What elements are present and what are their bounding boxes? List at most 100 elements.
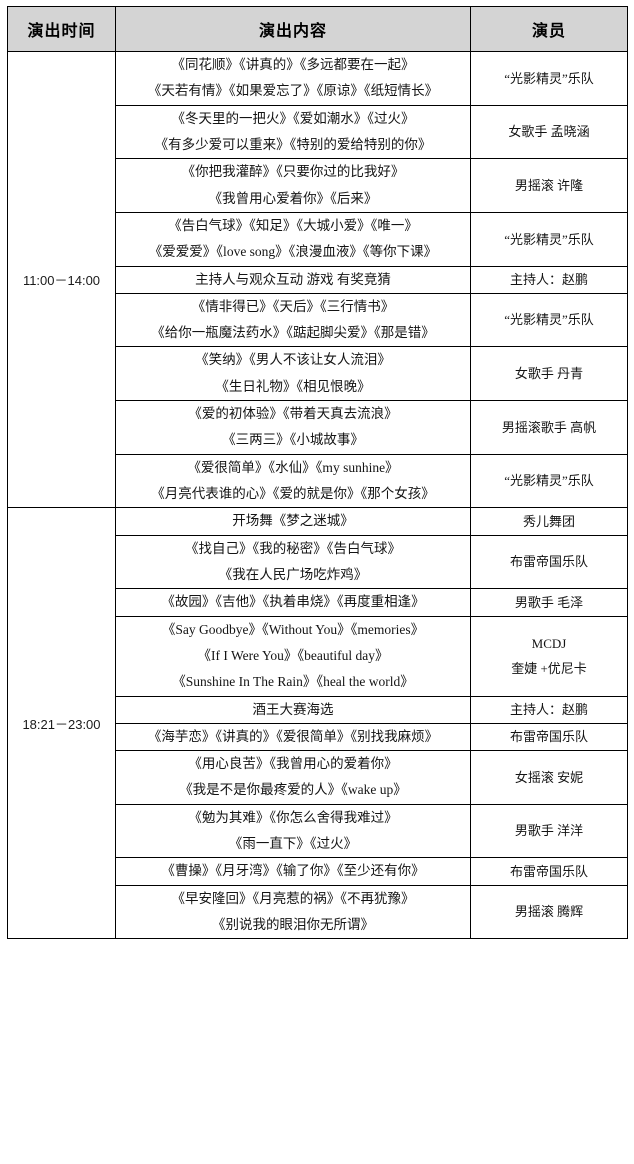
artist-line: 男摇滚歌手 高帆 xyxy=(501,419,597,435)
artist-line: “光影精灵”乐队 xyxy=(504,312,594,328)
program-line: 《Say Goodbye》《Without You》《memories》 xyxy=(161,621,425,637)
artist-cell: 主持人：赵鹏 xyxy=(470,265,628,294)
artist-cell: “光影精灵”乐队 xyxy=(470,211,628,267)
program-cell: 《同花顺》《讲真的》《多远都要在一起》《天若有情》《如果爱忘了》《原谅》《纸短情… xyxy=(115,51,471,106)
artist-line: 主持人：赵鹏 xyxy=(509,701,588,717)
program-cell: 《情非得已》《天后》《三行情书》《给你一瓶魔法药水》《踮起脚尖爱》《那是错》 xyxy=(115,292,471,348)
program-cell: 《爱很简单》《水仙》《my sunhine》《月亮代表谁的心》《爱的就是你》《那… xyxy=(115,453,471,509)
artist-cell: 女歌手 孟晓涵 xyxy=(470,104,628,160)
table-row: 11:00－14:00《同花顺》《讲真的》《多远都要在一起》《天若有情》《如果爱… xyxy=(7,50,628,509)
table-row: 《勉为其难》《你怎么舍得我难过》《雨一直下》《过火》 男歌手 洋洋 xyxy=(8,803,628,859)
artist-line: 女摇滚 安妮 xyxy=(514,769,584,785)
artist-line: 布雷帝国乐队 xyxy=(509,729,588,745)
program-cell: 《找自己》《我的秘密》《告白气球》《我在人民广场吃炸鸡》 xyxy=(115,534,471,590)
table-row: 《曹操》《月牙湾》《输了你》《至少还有你》 布雷帝国乐队 xyxy=(8,857,628,886)
artist-line: “光影精灵”乐队 xyxy=(504,70,594,86)
program-line: 《别说我的眼泪你无所谓》 xyxy=(212,917,374,932)
program-line: 《生日礼物》《相见恨晚》 xyxy=(215,378,371,394)
program-line: 《你把我灌醉》《只要你过的比我好》 xyxy=(181,164,405,180)
artist-line: 布雷帝国乐队 xyxy=(509,863,588,879)
session-time-cell: 18:21－23:00 xyxy=(7,507,116,940)
program-line: 《告白气球》《知足》《大城小爱》《唯一》 xyxy=(168,217,418,233)
program-line: 《给你一瓶魔法药水》《踮起脚尖爱》《那是错》 xyxy=(151,325,435,341)
program-line: 《爱很简单》《水仙》《my sunhine》 xyxy=(187,459,399,475)
table-row: 《告白气球》《知足》《大城小爱》《唯一》《爱爱爱》《love song》《浪漫血… xyxy=(8,211,628,267)
schedule-sheet: 演出时间 演出内容 演员 11:00－14:00《同花顺》《讲真的》《多远都要在… xyxy=(0,6,634,1164)
table-row: 《情非得已》《天后》《三行情书》《给你一瓶魔法药水》《踮起脚尖爱》《那是错》 “光… xyxy=(8,292,628,348)
artist-line: 女歌手 孟晓涵 xyxy=(508,124,590,140)
table-row: 《找自己》《我的秘密》《告白气球》《我在人民广场吃炸鸡》 布雷帝国乐队 xyxy=(8,534,628,590)
table-body: 11:00－14:00《同花顺》《讲真的》《多远都要在一起》《天若有情》《如果爱… xyxy=(7,50,628,940)
program-line: 《天若有情》《如果爱忘了》《原谅》《纸短情长》 xyxy=(147,83,439,99)
program-line: 开场舞《梦之迷城》 xyxy=(232,513,354,529)
artist-cell: “光影精灵”乐队 xyxy=(470,292,628,348)
artist-cell: 秀儿舞团 xyxy=(470,507,628,536)
artist-cell: 主持人：赵鹏 xyxy=(470,695,628,724)
artist-cell: “光影精灵”乐队 xyxy=(470,453,628,509)
table-row: 18:21－23:00 开场舞《梦之迷城》 秀儿舞团 xyxy=(7,507,628,940)
program-line: 《勉为其难》《你怎么舍得我难过》 xyxy=(188,809,398,825)
program-line: 《我曾用心爱着你》《后来》 xyxy=(208,190,378,206)
header-row: 演出时间 演出内容 演员 xyxy=(7,6,628,52)
program-line: 《雨一直下》《过火》 xyxy=(228,836,358,852)
program-line: 《海芋恋》《讲真的》《爱很简单》《别找我麻烦》 xyxy=(147,728,439,744)
artist-cell: 男歌手 洋洋 xyxy=(470,803,628,859)
program-line: 主持人与观众互动 游戏 有奖竞猜 xyxy=(195,271,391,287)
program-line: 《三两三》《小城故事》 xyxy=(222,432,364,448)
program-cell: 酒王大赛海选 xyxy=(115,695,471,724)
program-line: 《冬天里的一把火》《爱如潮水》《过火》 xyxy=(171,110,415,126)
column-header-artist: 演员 xyxy=(470,6,628,52)
program-line: 《我在人民广场吃炸鸡》 xyxy=(218,566,368,582)
program-cell: 《用心良苦》《我曾用心的爱着你》《我是不是你最疼爱的人》《wake up》 xyxy=(115,750,471,805)
program-line: 《爱爱爱》《love song》《浪漫血液》《等你下课》 xyxy=(148,244,438,260)
program-cell: 《曹操》《月牙湾》《输了你》《至少还有你》 xyxy=(115,857,471,886)
program-line: 《If I Were You》《beautiful day》 xyxy=(197,647,389,663)
program-cell: 《冬天里的一把火》《爱如潮水》《过火》《有多少爱可以重来》《特别的爱给特别的你》 xyxy=(115,104,471,160)
program-line: 《早安隆回》《月亮惹的祸》《不再犹豫》 xyxy=(171,890,415,906)
table-row: 酒王大赛海选 主持人：赵鹏 xyxy=(8,695,628,724)
artist-line: MCDJ xyxy=(531,635,567,651)
program-line: 《Sunshine In The Rain》《heal the world》 xyxy=(172,674,414,690)
table-row: 《爱的初体验》《带着天真去流浪》《三两三》《小城故事》 男摇滚歌手 高帆 xyxy=(8,400,628,455)
artist-cell: 布雷帝国乐队 xyxy=(470,857,628,886)
table-row: 《你把我灌醉》《只要你过的比我好》《我曾用心爱着你》《后来》 男摇滚 许隆 xyxy=(8,158,628,213)
artist-line: 男歌手 洋洋 xyxy=(514,823,584,839)
table-row: 《笑纳》《男人不该让女人流泪》《生日礼物》《相见恨晚》 女歌手 丹青 xyxy=(8,346,628,402)
artist-line: “光影精灵”乐队 xyxy=(504,231,594,247)
artist-cell: 男歌手 毛泽 xyxy=(470,588,628,617)
artist-line: 秀儿舞团 xyxy=(522,513,575,529)
table-header: 演出时间 演出内容 演员 xyxy=(7,6,628,52)
artist-line: 男摇滚 腾辉 xyxy=(514,904,584,920)
program-cell: 《Say Goodbye》《Without You》《memories》《If … xyxy=(115,615,471,697)
program-line: 《曹操》《月牙湾》《输了你》《至少还有你》 xyxy=(161,863,425,879)
program-cell: 《早安隆回》《月亮惹的祸》《不再犹豫》《别说我的眼泪你无所谓》 xyxy=(115,884,471,940)
artist-cell: 布雷帝国乐队 xyxy=(470,722,628,752)
artist-line: 男歌手 毛泽 xyxy=(514,594,584,610)
performance-schedule-table: 演出时间 演出内容 演员 11:00－14:00《同花顺》《讲真的》《多远都要在… xyxy=(7,6,628,940)
artist-cell: 男摇滚歌手 高帆 xyxy=(470,400,628,455)
artist-cell: 布雷帝国乐队 xyxy=(470,534,628,590)
table-row: 《用心良苦》《我曾用心的爱着你》《我是不是你最疼爱的人》《wake up》 女摇滚… xyxy=(8,750,628,805)
program-line: 《我是不是你最疼爱的人》《wake up》 xyxy=(179,782,407,798)
program-cell: 《海芋恋》《讲真的》《爱很简单》《别找我麻烦》 xyxy=(115,722,471,752)
program-cell: 《勉为其难》《你怎么舍得我难过》《雨一直下》《过火》 xyxy=(115,803,471,859)
artist-line: 布雷帝国乐队 xyxy=(509,554,588,570)
program-line: 《爱的初体验》《带着天真去流浪》 xyxy=(188,406,398,422)
program-cell: 《告白气球》《知足》《大城小爱》《唯一》《爱爱爱》《love song》《浪漫血… xyxy=(115,211,471,267)
table-row: 《冬天里的一把火》《爱如潮水》《过火》《有多少爱可以重来》《特别的爱给特别的你》… xyxy=(8,104,628,160)
program-line: 《用心良苦》《我曾用心的爱着你》 xyxy=(188,756,398,772)
artist-line: 女歌手 丹青 xyxy=(514,366,584,382)
artist-cell: 女歌手 丹青 xyxy=(470,346,628,402)
program-cell: 主持人与观众互动 游戏 有奖竞猜 xyxy=(115,265,471,294)
program-line: 《笑纳》《男人不该让女人流泪》 xyxy=(195,352,391,368)
program-line: 《找自己》《我的秘密》《告白气球》 xyxy=(185,540,401,556)
program-line: 《同花顺》《讲真的》《多远都要在一起》 xyxy=(171,57,415,72)
artist-line: 主持人：赵鹏 xyxy=(509,271,588,287)
artist-line: 男摇滚 许隆 xyxy=(514,177,584,193)
column-header-time: 演出时间 xyxy=(7,6,116,52)
program-cell: 《故园》《吉他》《执着串烧》《再度重相逢》 xyxy=(115,588,471,617)
table-row: 《海芋恋》《讲真的》《爱很简单》《别找我麻烦》 布雷帝国乐队 xyxy=(8,722,628,752)
program-line: 《情非得已》《天后》《三行情书》 xyxy=(191,298,395,314)
artist-line: “光影精灵”乐队 xyxy=(504,473,594,489)
